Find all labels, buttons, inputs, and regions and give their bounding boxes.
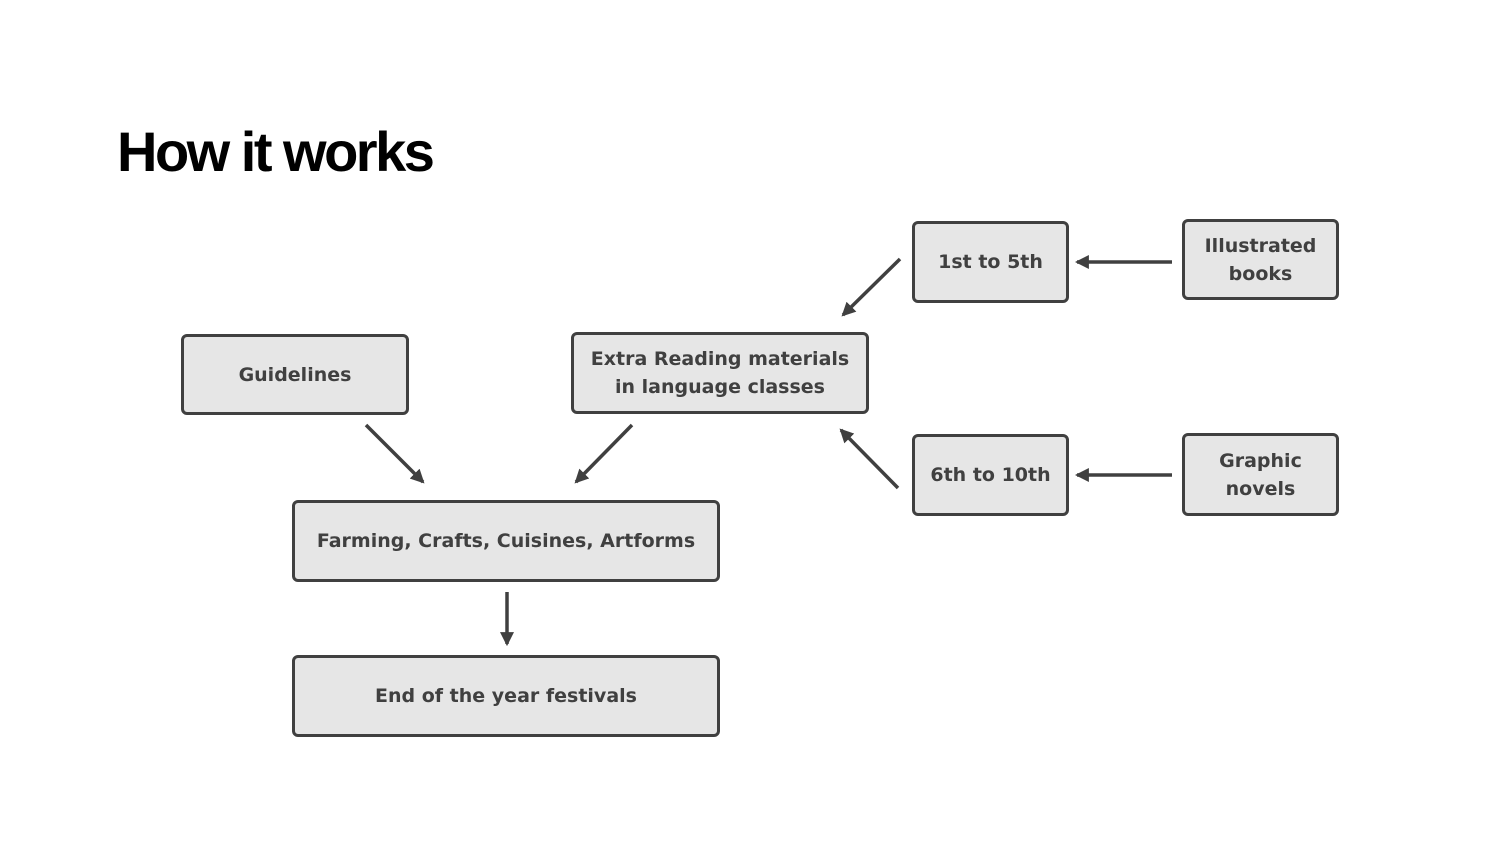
node-farming-label: Farming, Crafts, Cuisines, Artforms <box>316 530 696 552</box>
node-festivals-label: End of the year festivals <box>375 685 637 707</box>
node-extra-reading-label-line-2: in language classes <box>615 376 825 398</box>
arrow-guidelines-to-farming <box>364 423 425 484</box>
node-graphic-novels-label-line-1: Graphic <box>1219 449 1302 472</box>
node-farming-crafts-cuisines-artforms: Farming, Crafts, Cuisines, Artforms <box>292 500 720 582</box>
node-extra-reading-label-line-1: Extra Reading materials <box>590 348 850 370</box>
node-guidelines: Guidelines <box>181 334 409 415</box>
arrow-extra-to-farming <box>574 423 634 484</box>
node-illustrated-books-label-line-2: books <box>1228 262 1293 285</box>
node-6th-to-10th-label: 6th to 10th <box>930 464 1051 486</box>
page-title: How it works <box>117 120 435 183</box>
node-graphic-novels: Graphic novels <box>1182 433 1339 516</box>
node-extra-reading-materials: Extra Reading materials in language clas… <box>571 332 869 414</box>
node-end-of-year-festivals: End of the year festivals <box>292 655 720 737</box>
node-6th-to-10th: 6th to 10th <box>912 434 1069 516</box>
node-illustrated-books-label-line-1: Illustrated <box>1204 234 1317 257</box>
node-1st-to-5th-label: 1st to 5th <box>938 251 1043 273</box>
arrow-sixth-to-extra <box>839 428 900 490</box>
node-graphic-novels-label-line-2: novels <box>1225 477 1296 500</box>
node-1st-to-5th: 1st to 5th <box>912 221 1069 303</box>
node-guidelines-label: Guidelines <box>238 363 352 386</box>
arrow-first-to-extra <box>841 257 902 317</box>
node-illustrated-books: Illustrated books <box>1182 219 1339 300</box>
